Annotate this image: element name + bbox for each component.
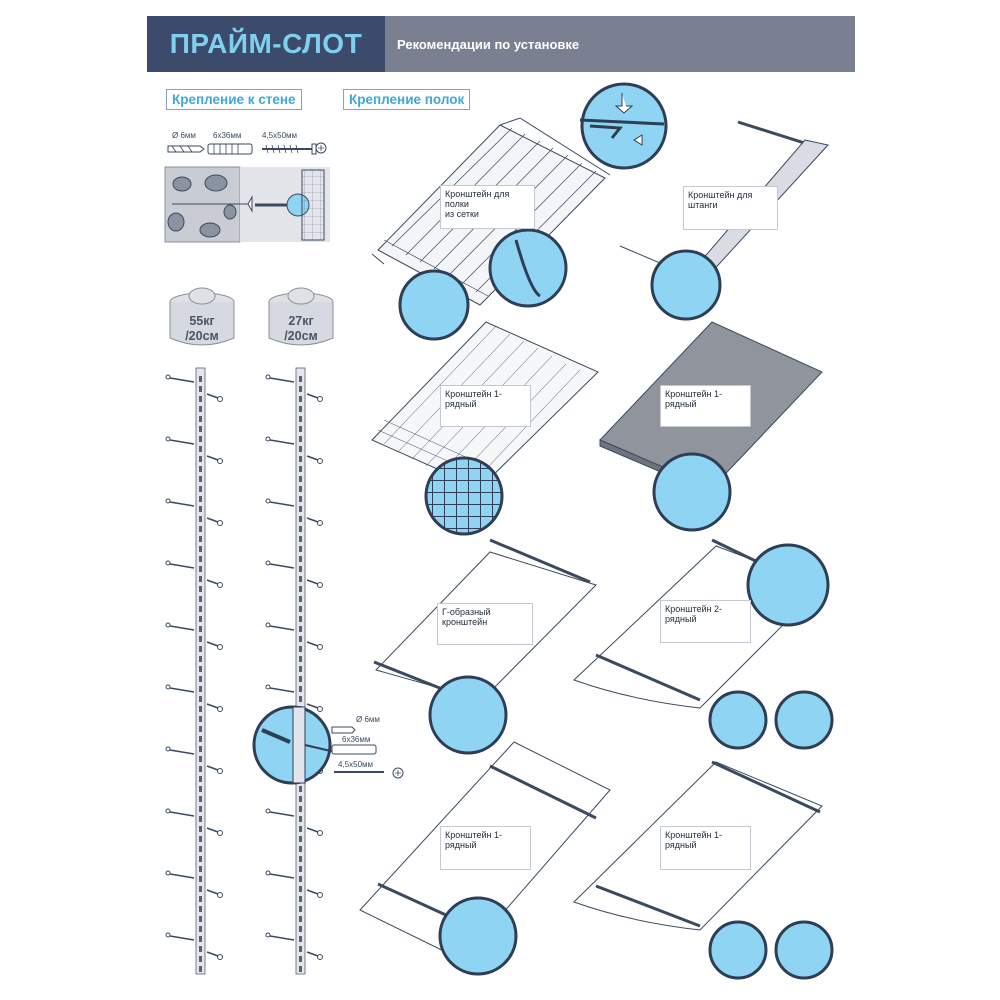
callout-text: Кронштейн для штанги <box>688 190 753 210</box>
callout-text: из сетки <box>445 209 479 219</box>
screw-icon <box>206 641 219 647</box>
rail-zoom-circle <box>252 705 336 785</box>
screw-icon <box>206 517 219 523</box>
zoom-dowel-label: 6х36мм <box>342 735 371 744</box>
screw-icon <box>306 579 319 585</box>
screw-icon <box>169 811 195 817</box>
metal-zoom <box>652 452 732 532</box>
screw-icon <box>306 827 319 833</box>
screw-icon <box>306 517 319 523</box>
callout-wood-bracket: Кронштейн 1-рядный <box>440 826 531 870</box>
screw-head-icon <box>315 142 327 154</box>
screw-icon <box>206 765 219 771</box>
callout-basket-bracket: Кронштейн 1-рядный <box>440 385 531 427</box>
screw-icon <box>306 641 319 647</box>
screw-icon <box>206 393 219 399</box>
clip-zoom-left-2 <box>708 920 768 980</box>
screw-icon <box>306 393 319 399</box>
weight-span: /20см <box>185 329 219 343</box>
wall-rails <box>165 367 323 975</box>
weight-span: /20см <box>284 329 318 343</box>
weight-55kg-icon <box>169 287 235 346</box>
screw-icon <box>169 439 195 445</box>
screw-icon <box>262 143 317 155</box>
weight-load: 55кг <box>189 314 215 328</box>
callout-glass-bracket: Кронштейн 1-рядный <box>660 826 751 870</box>
screw-icon <box>169 687 195 693</box>
screw-icon <box>306 703 319 709</box>
screw-icon <box>169 935 195 941</box>
screw-icon <box>306 455 319 461</box>
zoom-drill-label: Ø 6мм <box>356 715 380 724</box>
callout-text: Кронштейн 1-рядный <box>445 389 502 409</box>
wood-zoom <box>438 896 518 976</box>
mesh-top-zoom <box>579 82 668 170</box>
callout-text: Кронштейн для полки <box>445 189 510 209</box>
basket-zoom <box>424 456 504 536</box>
callout-rod-bracket: Кронштейн для штанги <box>683 186 778 230</box>
callout-two-row-bracket: Кронштейн 2-рядный <box>660 600 751 643</box>
screw-icon <box>269 811 295 817</box>
two-row-zoom <box>746 543 830 627</box>
clip-zoom-left <box>708 690 768 750</box>
section-shelf-mount: Крепление полок <box>343 89 471 110</box>
screw-icon <box>206 703 219 709</box>
screw-icon <box>169 501 195 507</box>
screw-icon <box>206 455 219 461</box>
rod-zoom <box>650 249 722 321</box>
clip-zoom-right-2 <box>774 920 834 980</box>
screw-icon <box>306 889 319 895</box>
screw-icon <box>269 501 295 507</box>
callout-mesh-bracket: Кронштейн для полки из сетки <box>440 185 535 229</box>
screw-icon <box>269 625 295 631</box>
screw-icon <box>169 625 195 631</box>
rail-zoom-hardware <box>331 726 404 779</box>
wall-section-drawing <box>164 166 330 243</box>
screw-icon <box>169 377 195 383</box>
dowel-icon <box>207 143 253 155</box>
screw-size-label: 4,5х50мм <box>262 131 298 140</box>
page-subtitle: Рекомендации по установке <box>397 36 580 52</box>
brand-title: ПРАЙМ-СЛОТ <box>147 16 385 72</box>
callout-text: Кронштейн 1-рядный <box>665 389 722 409</box>
zoom-screw-label: 4,5х50мм <box>338 760 374 769</box>
screw-icon <box>306 951 319 957</box>
screw-icon <box>269 873 295 879</box>
screw-icon <box>269 687 295 693</box>
dowel-size-label: 6х36мм <box>213 131 242 140</box>
screw-icon <box>206 889 219 895</box>
callout-text: Кронштейн 1-рядный <box>445 830 502 850</box>
mesh-bottom-zoom <box>398 269 470 341</box>
screw-icon <box>206 951 219 957</box>
weight-55kg: 55кг /20см <box>170 314 234 344</box>
screw-icon <box>169 563 195 569</box>
screw-icon <box>169 873 195 879</box>
section-wall-mount: Крепление к стене <box>166 89 302 110</box>
screw-icon <box>269 563 295 569</box>
drill-bit-icon <box>167 145 205 153</box>
weight-load: 27кг <box>288 314 314 328</box>
clip-zoom-right <box>774 690 834 750</box>
callout-l-bracket: Г-образный кронштейн <box>437 603 533 645</box>
l-bracket-zoom <box>428 675 508 755</box>
screw-icon <box>269 935 295 941</box>
screw-icon <box>206 827 219 833</box>
mesh-hook-zoom <box>488 228 568 308</box>
callout-text: Кронштейн 1-рядный <box>665 830 722 850</box>
screw-icon <box>169 749 195 755</box>
callout-text: Кронштейн 2-рядный <box>665 604 722 624</box>
weight-27kg: 27кг /20см <box>269 314 333 344</box>
weight-27kg-icon <box>268 287 334 346</box>
screw-icon <box>269 439 295 445</box>
screw-icon <box>206 579 219 585</box>
callout-text: Г-образный кронштейн <box>442 607 491 627</box>
screw-icon <box>269 377 295 383</box>
callout-metal-bracket: Кронштейн 1-рядный <box>660 385 751 427</box>
drill-size-label: Ø 6мм <box>172 131 196 140</box>
